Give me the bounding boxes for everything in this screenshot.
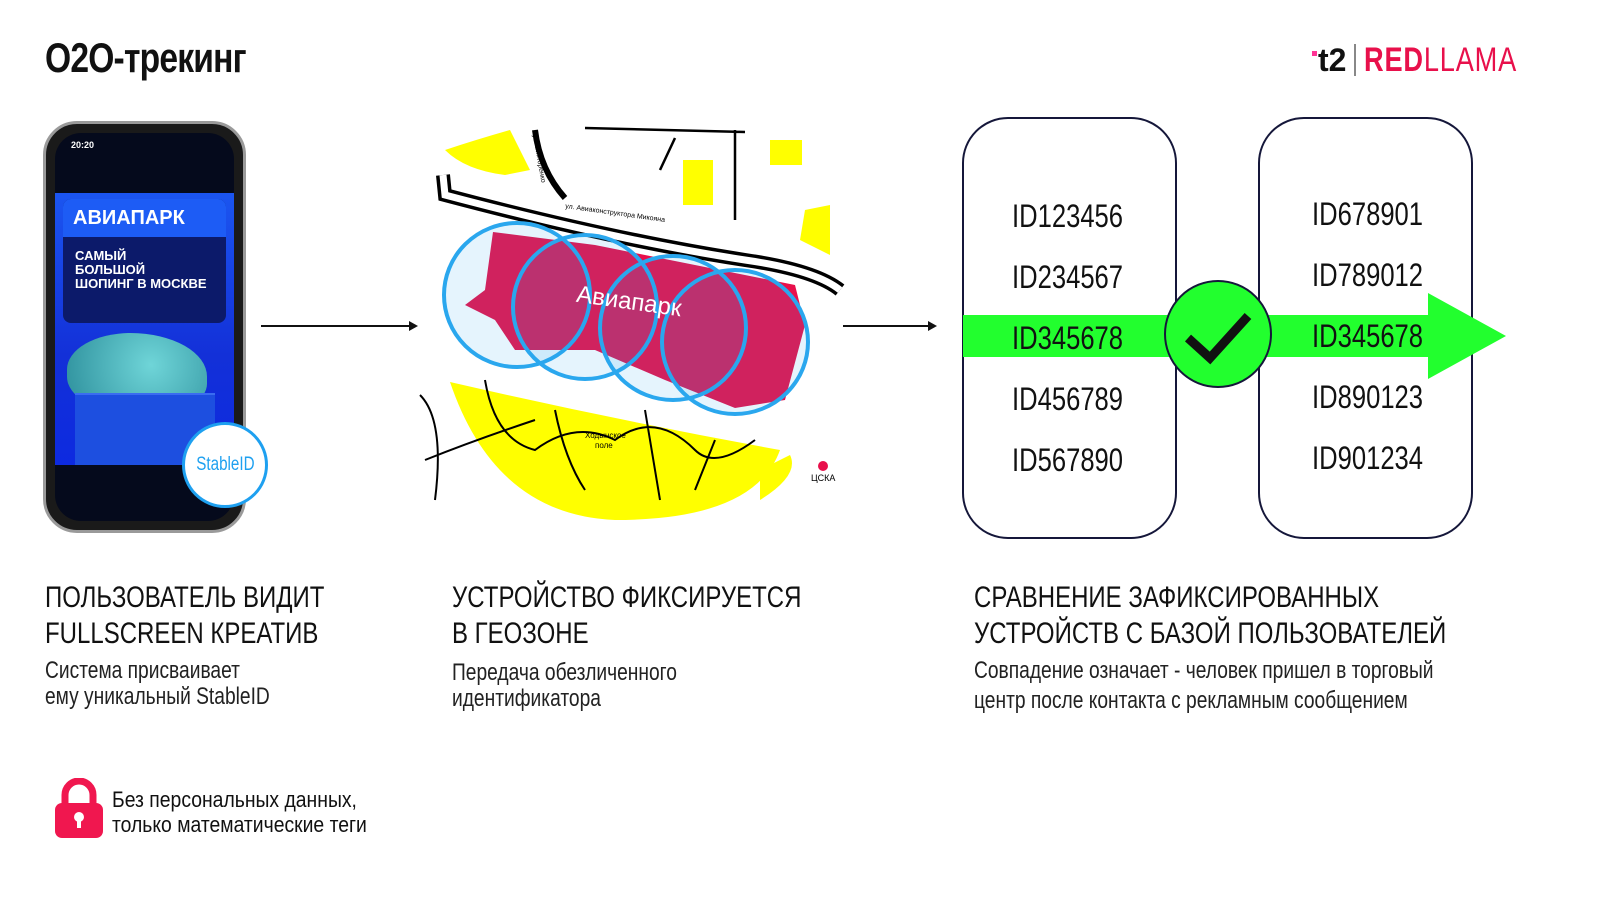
match-arrowhead (1428, 293, 1506, 379)
checkmark-icon (1184, 312, 1252, 365)
match-check-badge (1164, 280, 1272, 388)
lock-icon (55, 778, 103, 838)
flow-arrow-2 (843, 321, 937, 331)
id-item: ID123456 (1012, 198, 1124, 234)
id-item: ID890123 (1312, 379, 1424, 415)
page-title: O2O-трекинг (45, 34, 247, 81)
id-item: ID789012 (1312, 257, 1424, 293)
metro-icon (818, 461, 828, 471)
ad-brand: АВИАПАРК (63, 199, 226, 237)
logo-divider (1354, 44, 1357, 76)
id-item: ID678901 (1312, 196, 1424, 232)
id-item-matched: ID345678 (1312, 318, 1424, 354)
right-ids: ID678901 ID789012 ID345678 ID890123 ID90… (1312, 196, 1451, 501)
left-ids: ID123456 ID234567 ID345678 ID456789 ID56… (1012, 198, 1151, 503)
id-item-matched: ID345678 (1012, 320, 1124, 356)
geozone-circles (442, 221, 810, 416)
id-item: ID234567 (1012, 259, 1124, 295)
redllama-logo: REDLLAMA (1364, 40, 1518, 79)
step-3-desc: Совпадение означает - человек пришел в т… (974, 657, 1434, 714)
privacy-note: Без персональных данных,только математич… (112, 787, 367, 837)
id-item: ID567890 (1012, 442, 1124, 478)
stableid-badge: StableID (182, 422, 268, 508)
street-main-label: ул. Авиаконструктора Микояна (565, 203, 666, 224)
id-item: ID901234 (1312, 440, 1424, 476)
mall-building (465, 232, 805, 408)
geozone-map: ул. Авиаконструктора Микояна ул. Викторе… (419, 126, 845, 520)
t2-logo: t2 (1312, 42, 1346, 79)
park-label-1: Ходынское (585, 431, 626, 440)
metro-label: ЦСКА (811, 473, 835, 483)
park-label-2: поле (595, 441, 613, 450)
logo: t2 REDLLAMA (1312, 40, 1556, 80)
id-item: ID456789 (1012, 381, 1124, 417)
status-time: 20:20 (71, 140, 95, 150)
flow-arrow-1 (261, 321, 418, 331)
